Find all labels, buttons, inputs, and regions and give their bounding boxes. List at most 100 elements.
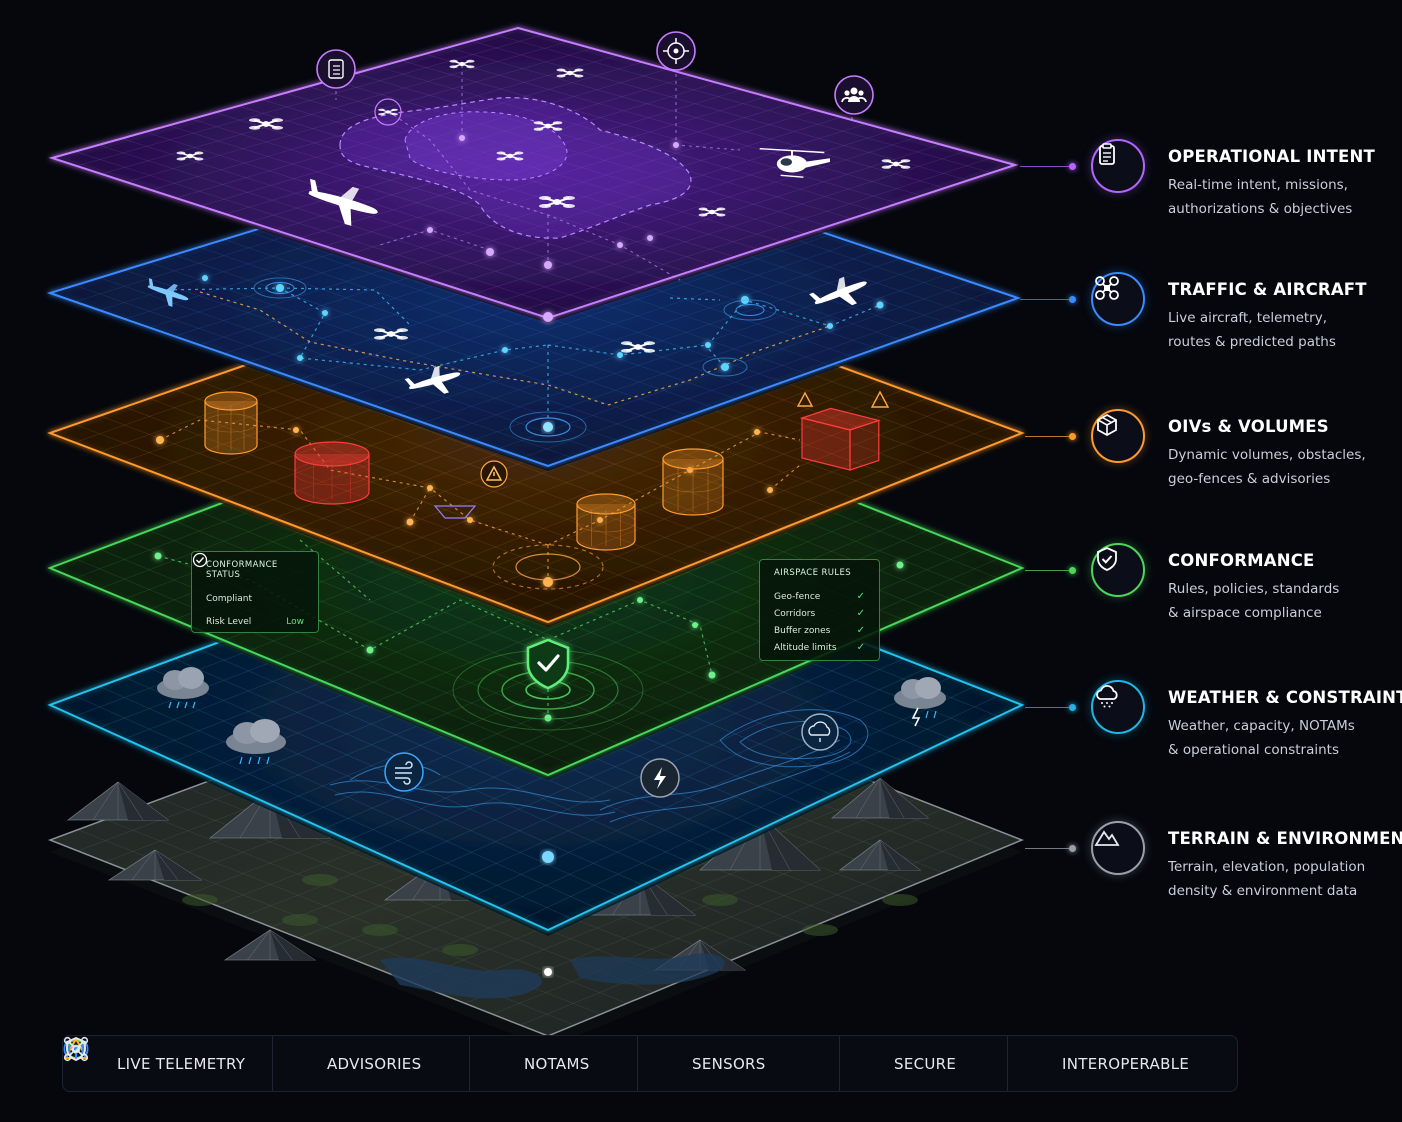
layer-connector-dot [1069,433,1076,440]
lake [570,953,725,985]
oiv-routes [159,419,801,582]
terrain-node [544,968,552,976]
airspace-rules-list: Geo-fence✓Corridors✓Buffer zones✓Altitud… [774,588,865,656]
operational-intent-description: Real-time intent, missions, [1168,177,1348,193]
layer-connector-dot [1069,567,1076,574]
weather-constraints-description: Weather, capacity, NOTAMs [1168,718,1355,734]
airplane-icon [147,278,189,307]
clipboard-icon [316,49,356,89]
cylinder-volume [662,448,724,516]
legend-item: LIVE TELEMETRY [63,1036,273,1091]
compliant-row: Compliant [192,552,304,607]
legend-item: SENSORS [63,1036,840,1091]
conformance-icon-badge [1091,543,1145,597]
legend-label: INTEROPERABLE [1062,1054,1190,1073]
airspace-rule-label: Geo-fence [774,591,821,602]
mountain-icon [1094,830,1120,846]
operational-intent-label-block: OPERATIONAL INTENT Real-time intent, miss… [1168,147,1398,221]
mountain [838,839,922,871]
shield-check-icon [1097,547,1117,571]
drone-icon [556,68,584,78]
drone-icon [496,151,524,161]
airspace-rule-label: Altitude limits [774,642,837,653]
legend-label: SECURE [894,1054,957,1073]
traffic-aircraft-description: routes & predicted paths [1168,334,1336,350]
cloud-icon [157,667,209,709]
clipboard-icon [1099,143,1115,165]
cloud-alert-icon [801,713,839,751]
oivs-volumes-title: OIVs & VOLUMES [1168,417,1329,436]
layer-connector-dot [1069,296,1076,303]
oivs-volumes-description: Dynamic volumes, obstacles, [1168,447,1366,463]
shield-check-icon [526,638,570,690]
predicted-path [199,291,831,406]
drone-icon [248,118,284,130]
cube-volume [799,407,881,471]
cloud-icon [226,719,286,765]
cylinder-volume [294,441,370,505]
weather-constraints-label-block: WEATHER & CONSTRAINTS Weather, capacity, … [1168,688,1402,762]
intent-region-inner [404,111,568,181]
drone-icon [533,121,563,131]
layer-connector-line [1025,848,1072,849]
radar-ring [723,299,777,321]
check-circle-icon [192,552,208,568]
operational-intent-description: authorizations & objectives [1168,201,1353,217]
intent-region [339,97,692,239]
intent-nodes [427,135,679,322]
radar-ring [253,277,307,299]
contour-lines [329,709,869,823]
layer-connector-dot [1069,845,1076,852]
drone-icon [1095,276,1119,300]
terrain-environment-icon-badge [1091,821,1145,875]
airspace-rule-row: Altitude limits✓ [774,639,865,656]
mountain [830,777,930,819]
airplane-icon [308,178,378,226]
warning-triangle-icon [64,1038,317,1077]
weather-constraints-icon-badge [1091,680,1145,734]
crosshair-icon [656,31,696,71]
advisory-triangle-icon [480,460,508,488]
conformance-description: & airspace compliance [1168,605,1322,621]
drone-glyph [433,505,477,519]
conformance-nodes [154,552,904,722]
operational-intent-layer [48,26,1019,323]
legend-label: LIVE TELEMETRY [117,1054,246,1073]
airspace-rule-label: Buffer zones [774,625,831,636]
antenna-icon [63,1040,682,1077]
drone-icon [620,341,656,353]
layer-connector-line [1020,299,1072,300]
advisory-triangle-icon [870,390,890,408]
compliant-status: Compliant [206,593,253,604]
traffic-aircraft-description: Live aircraft, telemetry, [1168,310,1328,326]
weather-constraints-description: & operational constraints [1168,742,1339,758]
terrain-environment-description: density & environment data [1168,883,1358,899]
operational-intent-title: OPERATIONAL INTENT [1168,147,1375,166]
weather-constraints-title: WEATHER & CONSTRAINTS [1168,688,1402,707]
check-icon: ✓ [856,608,865,619]
cloud-rain-icon [1096,685,1118,708]
lake [380,957,542,999]
oiv-target [492,544,604,590]
legend-item: INTEROPERABLE [63,1036,1237,1091]
legend-label: SENSORS [692,1054,766,1073]
legend-label: NOTAMS [524,1054,590,1073]
oivs-volumes-description: geo-fences & advisories [1168,471,1331,487]
airspace-rule-row: Geo-fence✓ [774,588,865,605]
oivs-volumes-icon-badge [1091,409,1145,463]
weather-node [542,851,554,863]
drone-icon [881,159,911,169]
layer-connector-dot [1069,163,1076,170]
warning-triangle-icon [64,1038,514,1077]
legend-item: ADVISORIES [64,1036,470,1091]
drone-icon [378,108,398,116]
check-icon: ✓ [856,625,865,636]
mountain [66,781,170,821]
terrain-environment-title: TERRAIN & ENVIRONMENT [1168,829,1402,848]
layer-connector-line [1020,166,1072,167]
lightning-icon [640,758,680,798]
